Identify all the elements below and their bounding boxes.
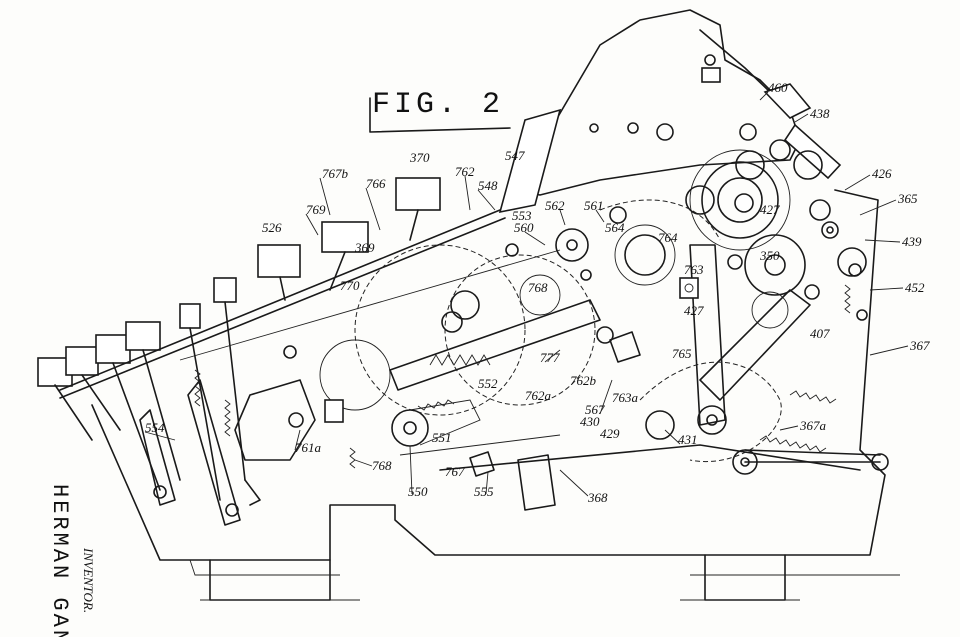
label-562: 562 (545, 198, 565, 213)
label-765: 765 (672, 346, 692, 361)
key-row (37, 177, 441, 387)
label-427: 427 (760, 202, 780, 217)
label-429: 429 (600, 426, 620, 441)
label-370: 370 (409, 150, 430, 165)
label-767: 767 (445, 464, 465, 479)
label-564: 564 (605, 220, 625, 235)
label-452: 452 (905, 280, 925, 295)
rack-762a (389, 299, 601, 391)
label-550: 550 (408, 484, 428, 499)
label-768b: 768 (372, 458, 392, 473)
label-407: 407 (810, 326, 830, 341)
label-561: 561 (584, 198, 604, 213)
label-460: 460 (768, 80, 788, 95)
label-560: 560 (514, 220, 534, 235)
label-431: 431 (678, 432, 698, 447)
label-553: 553 (512, 208, 532, 223)
figure-title: FIG. 2 (372, 88, 505, 122)
upper-housing (514, 9, 801, 196)
label-439: 439 (902, 234, 922, 249)
label-555: 555 (474, 484, 494, 499)
label-547: 547 (505, 148, 525, 163)
label-770: 770 (340, 278, 360, 293)
label-438: 438 (810, 106, 830, 121)
label-552: 552 (478, 376, 498, 391)
label-763: 763 (684, 262, 704, 277)
label-426: 426 (872, 166, 892, 181)
label-367: 367 (909, 338, 930, 353)
label-554: 554 (145, 420, 165, 435)
label-526: 526 (262, 220, 282, 235)
label-548: 548 (478, 178, 498, 193)
label-767b: 767b (322, 166, 349, 181)
label-769: 769 (306, 202, 326, 217)
label-761a: 761a (295, 440, 322, 455)
label-768a: 768 (528, 280, 548, 295)
label-367a: 367a (799, 418, 827, 433)
label-762b: 762b (570, 373, 597, 388)
label-762: 762 (455, 164, 475, 179)
label-369: 369 (354, 240, 375, 255)
label-762a: 762a (525, 388, 552, 403)
label-551: 551 (432, 430, 452, 445)
label-350: 350 (759, 248, 780, 263)
label-365: 365 (897, 191, 918, 206)
label-763a: 763a (612, 390, 639, 405)
base-frame (91, 189, 886, 561)
label-368: 368 (587, 490, 608, 505)
label-766: 766 (366, 176, 386, 191)
label-764: 764 (658, 230, 678, 245)
label-430: 430 (580, 414, 600, 429)
label-427b: 427 (684, 303, 704, 318)
